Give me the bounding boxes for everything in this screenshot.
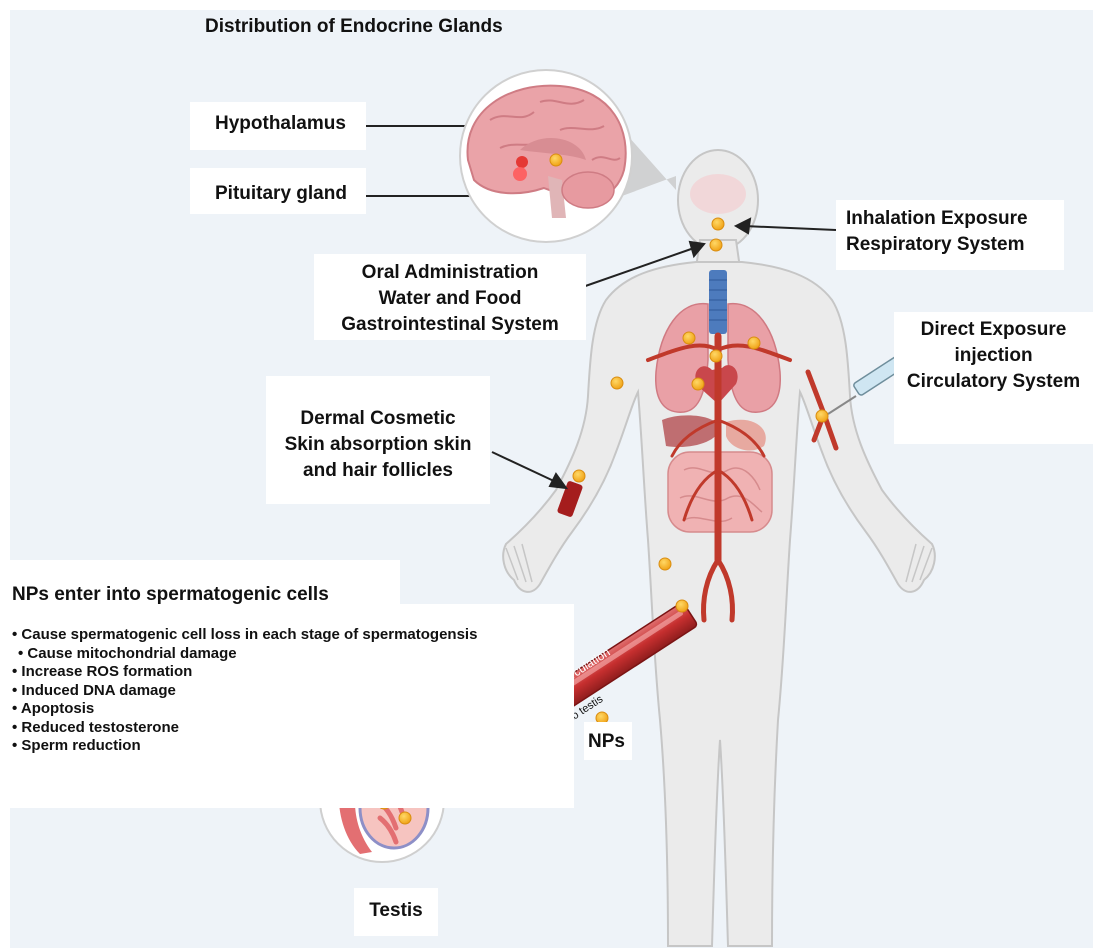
effect-item: Sperm reduction [12,737,574,756]
hypothalamus-label: Hypothalamus [190,102,366,150]
oral-administration-label: Oral Administration Water and Food Gastr… [314,254,586,340]
inhalation-line-2: Respiratory System [846,232,1054,258]
dermal-cosmetic-label: Dermal Cosmetic Skin absorption skin and… [266,376,490,504]
effect-item: Cause spermatogenic cell loss in each st… [12,626,574,645]
effect-item: Increase ROS formation [12,663,574,682]
dermal-line-1: Dermal Cosmetic [266,406,490,432]
oral-line-3: Gastrointestinal System [314,312,586,338]
direct-line-3: Circulatory System [894,369,1093,395]
effects-list: Cause spermatogenic cell loss in each st… [0,604,574,808]
inhalation-exposure-label: Inhalation Exposure Respiratory System [836,200,1064,270]
effect-item: Cause mitochondrial damage [12,645,574,664]
effects-heading: NPs enter into spermatogenic cells [0,560,400,604]
pituitary-gland-label: Pituitary gland [190,168,366,214]
dermal-line-3: and hair follicles [266,458,490,484]
oral-line-1: Oral Administration [314,260,586,286]
testis-label: Testis [354,888,438,936]
direct-line-1: Direct Exposure [894,317,1093,343]
dermal-line-2: Skin absorption skin [266,432,490,458]
direct-exposure-label: Direct Exposure injection Circulatory Sy… [894,312,1093,444]
diagram-title: Distribution of Endocrine Glands [205,14,503,40]
nps-label: NPs [584,722,632,760]
inhalation-line-1: Inhalation Exposure [846,206,1054,232]
head-brain [690,174,746,214]
effect-item: Apoptosis [12,700,574,719]
direct-line-2: injection [894,343,1093,369]
effect-item: Induced DNA damage [12,682,574,701]
oral-line-2: Water and Food [314,286,586,312]
effect-item: Reduced testosterone [12,719,574,738]
brain-inset [460,70,632,242]
